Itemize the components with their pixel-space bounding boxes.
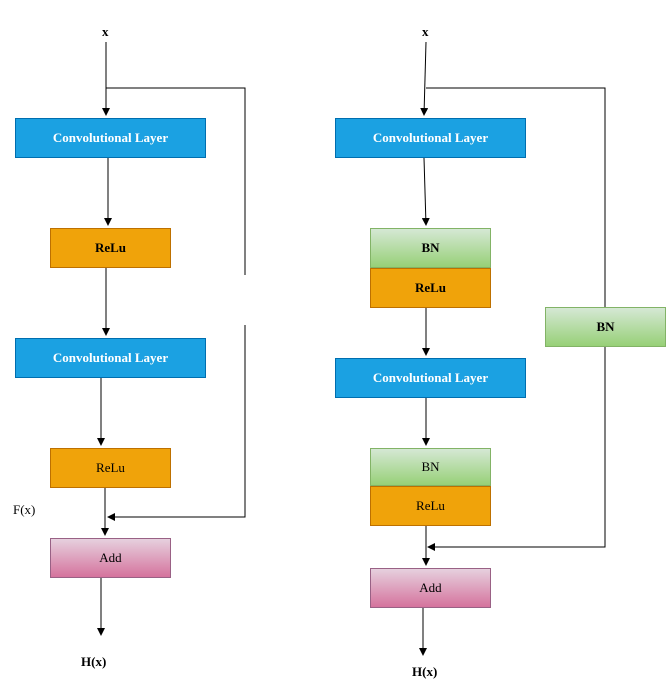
relu-1-left: ReLu <box>50 228 171 268</box>
add-node-left: Add <box>50 538 171 578</box>
conv-layer-1-left: Convolutional Layer <box>15 118 206 158</box>
shortcut-top-right <box>426 87 606 307</box>
output-label-right: H(x) <box>412 664 438 679</box>
arrow-conv1-to-bn1-right <box>421 157 430 226</box>
output-label-left: H(x) <box>81 654 107 669</box>
arrow-x-to-conv1-right <box>420 41 429 116</box>
add-node-right: Add <box>370 568 491 608</box>
conv-layer-1-right: Convolutional Layer <box>335 118 526 158</box>
shortcut-bottom-right <box>427 347 606 551</box>
relu-2-right: ReLu <box>370 486 491 526</box>
bn-2-right: BN <box>370 448 491 486</box>
shortcut-bottom-left <box>107 325 246 521</box>
bn-shortcut-right: BN <box>545 307 666 347</box>
input-label-right: x <box>422 24 429 39</box>
input-label-left: x <box>102 24 109 39</box>
bn-1-right: BN <box>370 228 491 268</box>
shortcut-top-left <box>106 87 246 275</box>
relu-1-right: ReLu <box>370 268 491 308</box>
fx-label: F(x) <box>13 502 36 517</box>
relu-2-left: ReLu <box>50 448 171 488</box>
conv-layer-2-left: Convolutional Layer <box>15 338 206 378</box>
conv-layer-2-right: Convolutional Layer <box>335 358 526 398</box>
